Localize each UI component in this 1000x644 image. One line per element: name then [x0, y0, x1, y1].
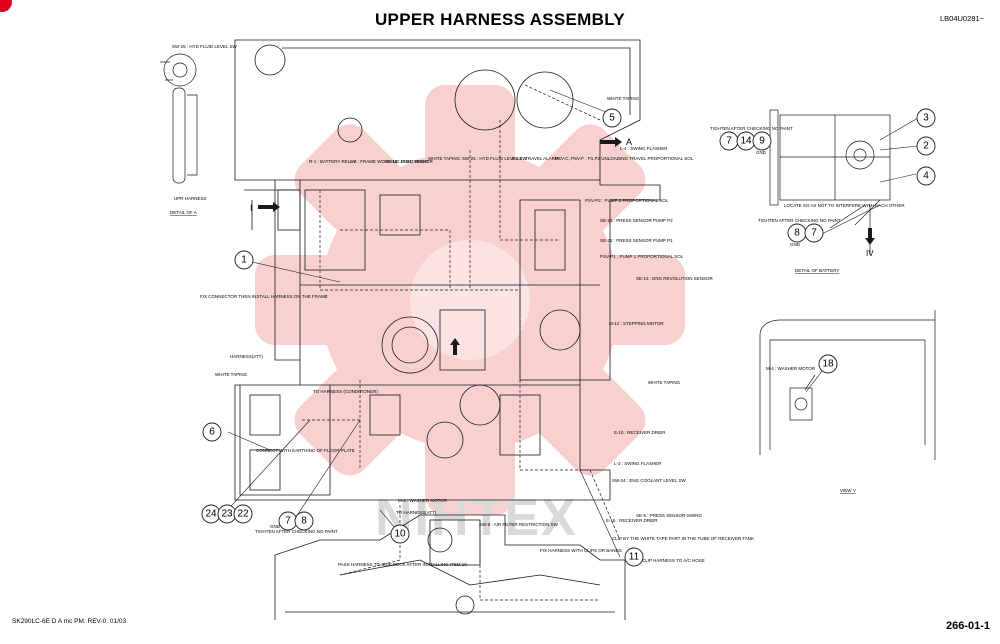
- callout-3: 3: [923, 113, 929, 124]
- label-se5: SE-5 : PRESS SENSOR-SWING: [636, 513, 703, 518]
- callout-4: 4: [923, 171, 929, 182]
- label-sw25: SW-25 : HYD FLUID LEVEL SW: [172, 44, 238, 49]
- view-v-figure: [759, 310, 936, 460]
- label-psvp2: PSV-P2 : PUMP 2 PROPORTIONAL SOL: [585, 198, 669, 203]
- detail-a-figure: [160, 53, 198, 184]
- label-pass-harness: PASS HARNESS TO SIDE DECK AFTER INSTALLI…: [338, 562, 467, 567]
- harness-wiring: [300, 84, 621, 601]
- label-e13: E-13 : TRAVEL ALARM: [512, 156, 559, 161]
- page-number: 266-01-1: [945, 620, 990, 632]
- page-title: UPPER HARNESS ASSEMBLY: [374, 10, 625, 29]
- callout-14: 14: [740, 136, 752, 147]
- label-harness-att: HARNESS(ATT): [230, 354, 263, 359]
- callout-24: 24: [205, 509, 217, 520]
- callout-2: 2: [923, 141, 929, 152]
- callout-6: 6: [209, 427, 215, 438]
- label-white-taping-top: WHITE TAPING: [428, 156, 461, 161]
- label-gnd-top: GND: [756, 150, 767, 155]
- label-r1: R-1 : BATTERY RELAY: [309, 159, 356, 164]
- leader-lines: [221, 89, 919, 558]
- callout-22: 22: [237, 509, 249, 520]
- label-to-harness-conditioner: TO HARNESS (CONDITIONER): [313, 389, 378, 394]
- label-clip-harness-ac: CLIP HARNESS TO A/C HOSE: [642, 558, 705, 563]
- label-white-taping-left: WHITE TAPING: [215, 372, 248, 377]
- label-upr-harness: UPR HARNESS: [174, 196, 207, 201]
- label-sw24: SW-24 : ENG COOLANT LEVEL SW: [612, 478, 686, 483]
- callout-8-battery: 8: [794, 228, 800, 239]
- footer-revision: SK290LC-6E D A mc PM. REV-0: 01/03: [12, 618, 127, 625]
- callout-23: 23: [221, 509, 233, 520]
- arrow-iv-icon: [865, 228, 875, 245]
- label-m4-view: M-4 : WASHER MOTOR: [766, 366, 816, 371]
- callout-7-battery-lower: 7: [811, 228, 817, 239]
- label-se15: SE-15 : FUEL SENSOR: [385, 159, 434, 164]
- callout-5: 5: [609, 113, 615, 124]
- callout-18: 18: [822, 359, 834, 370]
- callout-9: 9: [759, 136, 765, 147]
- label-white-taping-right: WHITE TAPING: [607, 96, 640, 101]
- label-se23: SE-23 : PRESS SENSOR PUMP P2: [600, 218, 673, 223]
- callout-circles: [201, 108, 936, 567]
- label-battery-note: LOCATE SO AS NOT TO INTERFERE WITH EACH …: [784, 203, 905, 208]
- callout-11: 11: [629, 552, 640, 563]
- label-l3: L-3 : SWING FLASHER: [614, 461, 662, 466]
- callout-7-battery: 7: [726, 136, 732, 147]
- annotation-labels: SW-25 : HYD FLUID LEVEL SW UPR HARNESS D…: [170, 44, 905, 567]
- label-sw26: SW-26 : HYD FLUID LEVEL SW: [462, 156, 528, 161]
- arrow-i-icon: [258, 202, 280, 212]
- brand-corner-mark: [0, 0, 12, 12]
- label-clip-white-tape: CLIP BY THE WHITE TAPE PART IN THE TUBE …: [612, 536, 754, 541]
- label-connect-earthing: CONNECT WITH EARTHING OF FLOOR PLATE: [256, 448, 355, 453]
- callout-numbers: 1 2 3 4 5 6 7 14 9 8 7 18 24 23 22 7 8 1…: [205, 113, 929, 563]
- label-l4: L-4 : SWING FLASHER: [620, 146, 668, 151]
- label-tighten-battery: TIGHTEN AFTER CHECKING NO PAINT: [758, 218, 841, 223]
- label-se22: SE-22 : PRESS SENSOR PUMP P1: [600, 238, 673, 243]
- label-detail-battery: DETAIL OF BATTERY: [795, 268, 839, 273]
- label-view-v: VIEW V: [840, 488, 856, 493]
- label-tighten-left: TIGHTEN AFTER CHECKING NO PAINT: [255, 529, 338, 534]
- label-arrow-iv: IV: [866, 249, 874, 258]
- callout-7: 7: [285, 516, 291, 527]
- label-e16: E-16 : RECEIVER DRIER: [606, 518, 658, 523]
- label-white-taping-mid: WHITE TAPING: [648, 380, 681, 385]
- callout-8: 8: [301, 516, 307, 527]
- label-l2: L-2 : FRAME WORKING LIGHT RIGHT: [350, 159, 429, 164]
- label-psvp1: PSV-P1 : PUMP 1 PROPORTIONAL SOL: [600, 254, 684, 259]
- label-to-harness-att: TO HARNESS(ATT): [396, 510, 437, 515]
- label-gnd-battery: GND: [790, 242, 801, 247]
- label-detail-a: DETAIL OF A: [170, 210, 197, 215]
- label-se13: SE-13 : ENG REVOLUTION SENSOR: [636, 276, 714, 281]
- callout-10: 10: [394, 529, 406, 540]
- label-fix-connector: FIX CONNECTOR THEN INSTALL HARNESS ON TH…: [200, 294, 328, 299]
- label-arrow-i: I: [250, 203, 253, 213]
- label-m4-bottom: M-4 : WASHER MOTOR: [398, 498, 448, 503]
- label-m12: M-12 : STEPPING MOTOR: [609, 321, 664, 326]
- arrow-up-icon: [450, 338, 460, 355]
- label-gnd-left: GND: [270, 524, 281, 529]
- label-e10: E-10 : RECEIVER DRIER: [614, 430, 666, 435]
- document-id: LB04U0281~: [940, 14, 984, 23]
- callout-1: 1: [241, 255, 247, 266]
- label-arrow-a: A: [626, 137, 632, 147]
- view-arrows: [258, 137, 875, 355]
- label-sw8: SW-8 : AIR FILTER RESTRICTION SW: [479, 522, 559, 527]
- label-fix-harness: FIX HARNESS WITH CLIPS OR BANDS: [540, 548, 622, 553]
- label-tighten-top: TIGHTEN AFTER CHECKING NO PAINT: [710, 126, 793, 131]
- label-psvc: PSV-C, PSV-F : P1,P2 UNLOADING TRAVEL PR…: [555, 156, 694, 161]
- arrow-a-icon: [600, 137, 622, 147]
